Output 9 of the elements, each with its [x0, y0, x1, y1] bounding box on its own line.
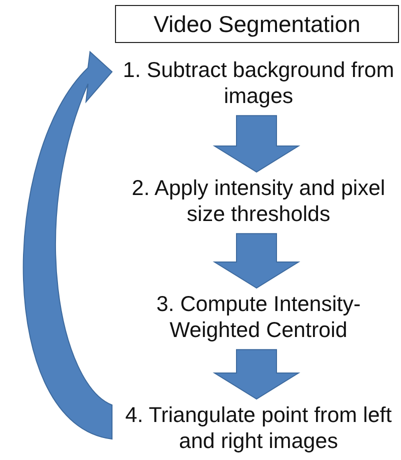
step-text: 2. Apply intensity and pixel size thresholds	[116, 176, 401, 228]
block-arrow	[212, 349, 300, 400]
step-text: 1. Subtract background from images	[116, 58, 401, 110]
block-arrow	[23, 51, 112, 440]
block-arrow	[212, 115, 300, 173]
title-box: Video Segmentation	[115, 5, 399, 43]
step-text: 3. Compute Intensity-Weighted Centroid	[116, 292, 401, 344]
block-arrow	[212, 233, 300, 289]
step-text: 4. Triangulate point from left and right images	[116, 403, 401, 455]
